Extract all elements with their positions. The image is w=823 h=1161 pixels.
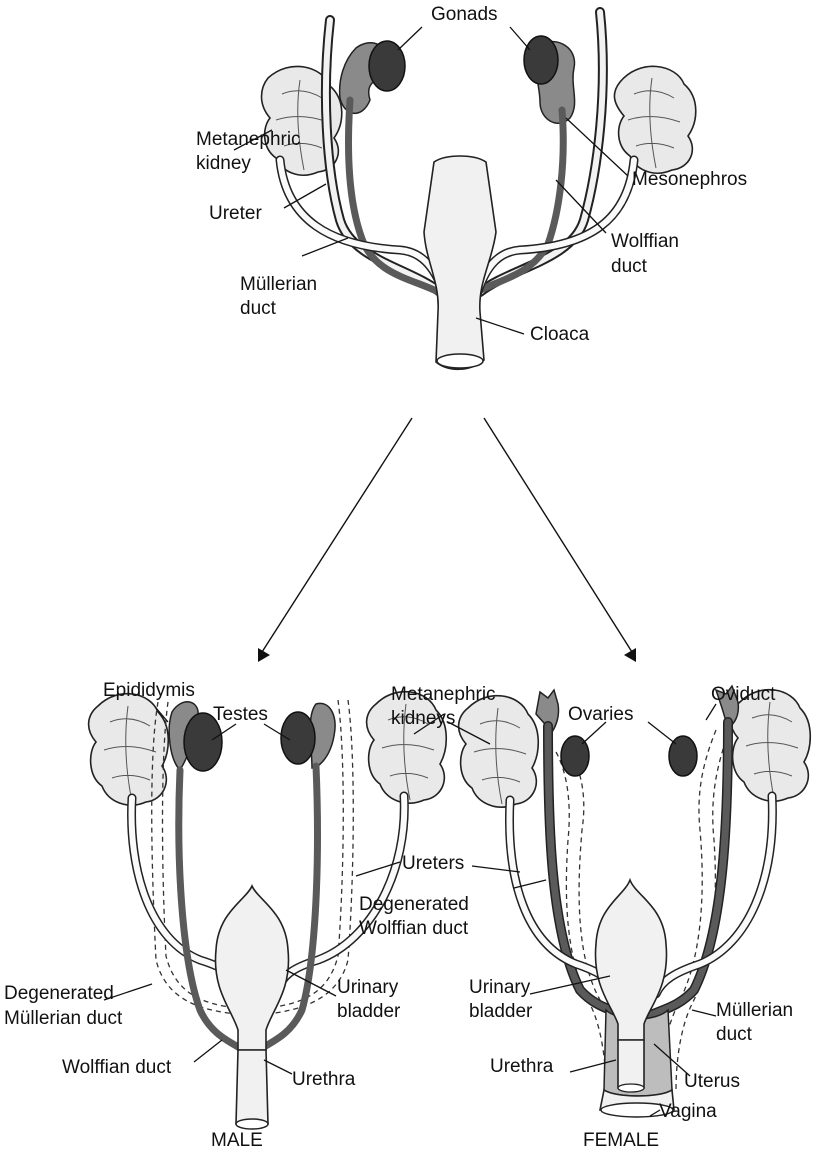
label-metanephric-kidneys-line2: kidneys	[391, 708, 455, 729]
female-urethra-opening	[618, 1084, 644, 1092]
male-urethra-opening	[236, 1119, 268, 1129]
female-kidney-left	[459, 696, 539, 807]
label-mesonephros: Mesonephros	[632, 169, 747, 190]
label-mullerian-duct-female-line1: Müllerian	[716, 1000, 793, 1021]
label-degenerated-wolffian-line2: Wolffian duct	[359, 918, 469, 939]
label-uterus: Uterus	[684, 1071, 740, 1092]
label-ureters: Ureters	[402, 853, 464, 874]
male-kidney-left	[89, 694, 169, 805]
label-mullerian-duct-female-line2: duct	[716, 1024, 753, 1045]
label-degenerated-mullerian-line1: Degenerated	[4, 983, 114, 1004]
arrow-to-female	[484, 418, 632, 652]
label-metanephric-kidney-line2: kidney	[196, 153, 251, 174]
arrow-to-male	[262, 418, 412, 652]
label-mullerian-duct-line2: duct	[240, 298, 277, 319]
female-ureter-right-edge	[656, 796, 772, 994]
label-male: MALE	[211, 1130, 263, 1151]
label-urethra-female: Urethra	[490, 1056, 554, 1077]
male-urethra	[236, 1050, 268, 1124]
label-urinary-bladder-male-line2: bladder	[337, 1001, 401, 1022]
label-wolffian-duct-male: Wolffian duct	[62, 1057, 172, 1078]
label-urethra-male: Urethra	[292, 1069, 356, 1090]
female-urethra	[618, 1040, 644, 1088]
label-oviduct: Oviduct	[711, 684, 776, 705]
label-ovaries: Ovaries	[568, 704, 633, 725]
label-metanephric-kidney-line1: Metanephric	[196, 129, 301, 150]
label-testes: Testes	[213, 704, 268, 725]
label-metanephric-kidneys-line1: Metanephric	[391, 684, 496, 705]
label-cloaca: Cloaca	[530, 324, 590, 345]
label-wolffian-duct-line1: Wolffian	[611, 231, 679, 252]
female-kidney-right	[731, 690, 811, 801]
label-ureter: Ureter	[209, 203, 262, 224]
label-wolffian-duct-line2: duct	[611, 256, 648, 277]
label-urinary-bladder-female-line1: Urinary	[469, 977, 531, 998]
label-urinary-bladder-male-line1: Urinary	[337, 977, 399, 998]
cloaca	[424, 156, 496, 369]
label-urinary-bladder-female-line2: bladder	[469, 1001, 533, 1022]
label-gonads: Gonads	[431, 4, 498, 25]
development-arrows	[258, 418, 636, 662]
female-system	[459, 686, 811, 1117]
label-epididymis: Epididymis	[103, 680, 195, 701]
label-vagina: Vagina	[659, 1101, 717, 1122]
indifferent-stage	[262, 12, 696, 369]
label-female: FEMALE	[583, 1130, 659, 1151]
label-degenerated-mullerian-line2: Müllerian duct	[4, 1008, 123, 1029]
label-degenerated-wolffian-line1: Degenerated	[359, 894, 469, 915]
cloaca-opening	[437, 354, 483, 368]
gonad-right	[524, 36, 558, 84]
male-urinary-bladder	[215, 886, 288, 1050]
label-mullerian-duct-line1: Müllerian	[240, 274, 317, 295]
metanephric-kidney-right	[614, 66, 695, 173]
